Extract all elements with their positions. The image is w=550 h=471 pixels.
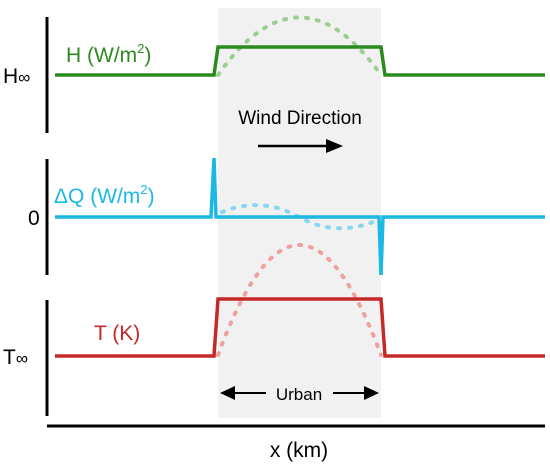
t-series-label: T (K) — [94, 322, 140, 345]
h-line — [55, 45, 545, 77]
x-axis-label: x (km) — [270, 439, 328, 462]
urban-region — [218, 8, 381, 418]
dq-label-close: ) — [148, 185, 155, 208]
t-axis-label: T∞ — [3, 346, 28, 369]
urban-label: Urban — [276, 385, 322, 404]
wind-direction-label: Wind Direction — [238, 108, 362, 129]
dq-line — [55, 157, 545, 276]
h-dotted-curve — [216, 15, 383, 77]
dq-axis-label: 0 — [28, 207, 40, 230]
h-axis-label: H∞ — [3, 65, 30, 88]
dq-label-sup: 2 — [140, 182, 147, 197]
dq-series-label: ΔQ (W/m2) — [54, 182, 155, 208]
h-label-close: ) — [144, 44, 151, 67]
wind-arrow-head — [326, 139, 343, 153]
t-dotted-curve — [216, 243, 383, 357]
urban-arrow-right-head — [364, 386, 379, 400]
h-axis-symbol: ∞ — [18, 68, 30, 87]
h-label-sup: 2 — [137, 41, 144, 56]
urban-arrow-left-head — [220, 386, 235, 400]
t-line — [55, 297, 545, 358]
t-axis-symbol: ∞ — [16, 349, 28, 368]
h-series-label: H (W/m2) — [66, 41, 151, 67]
